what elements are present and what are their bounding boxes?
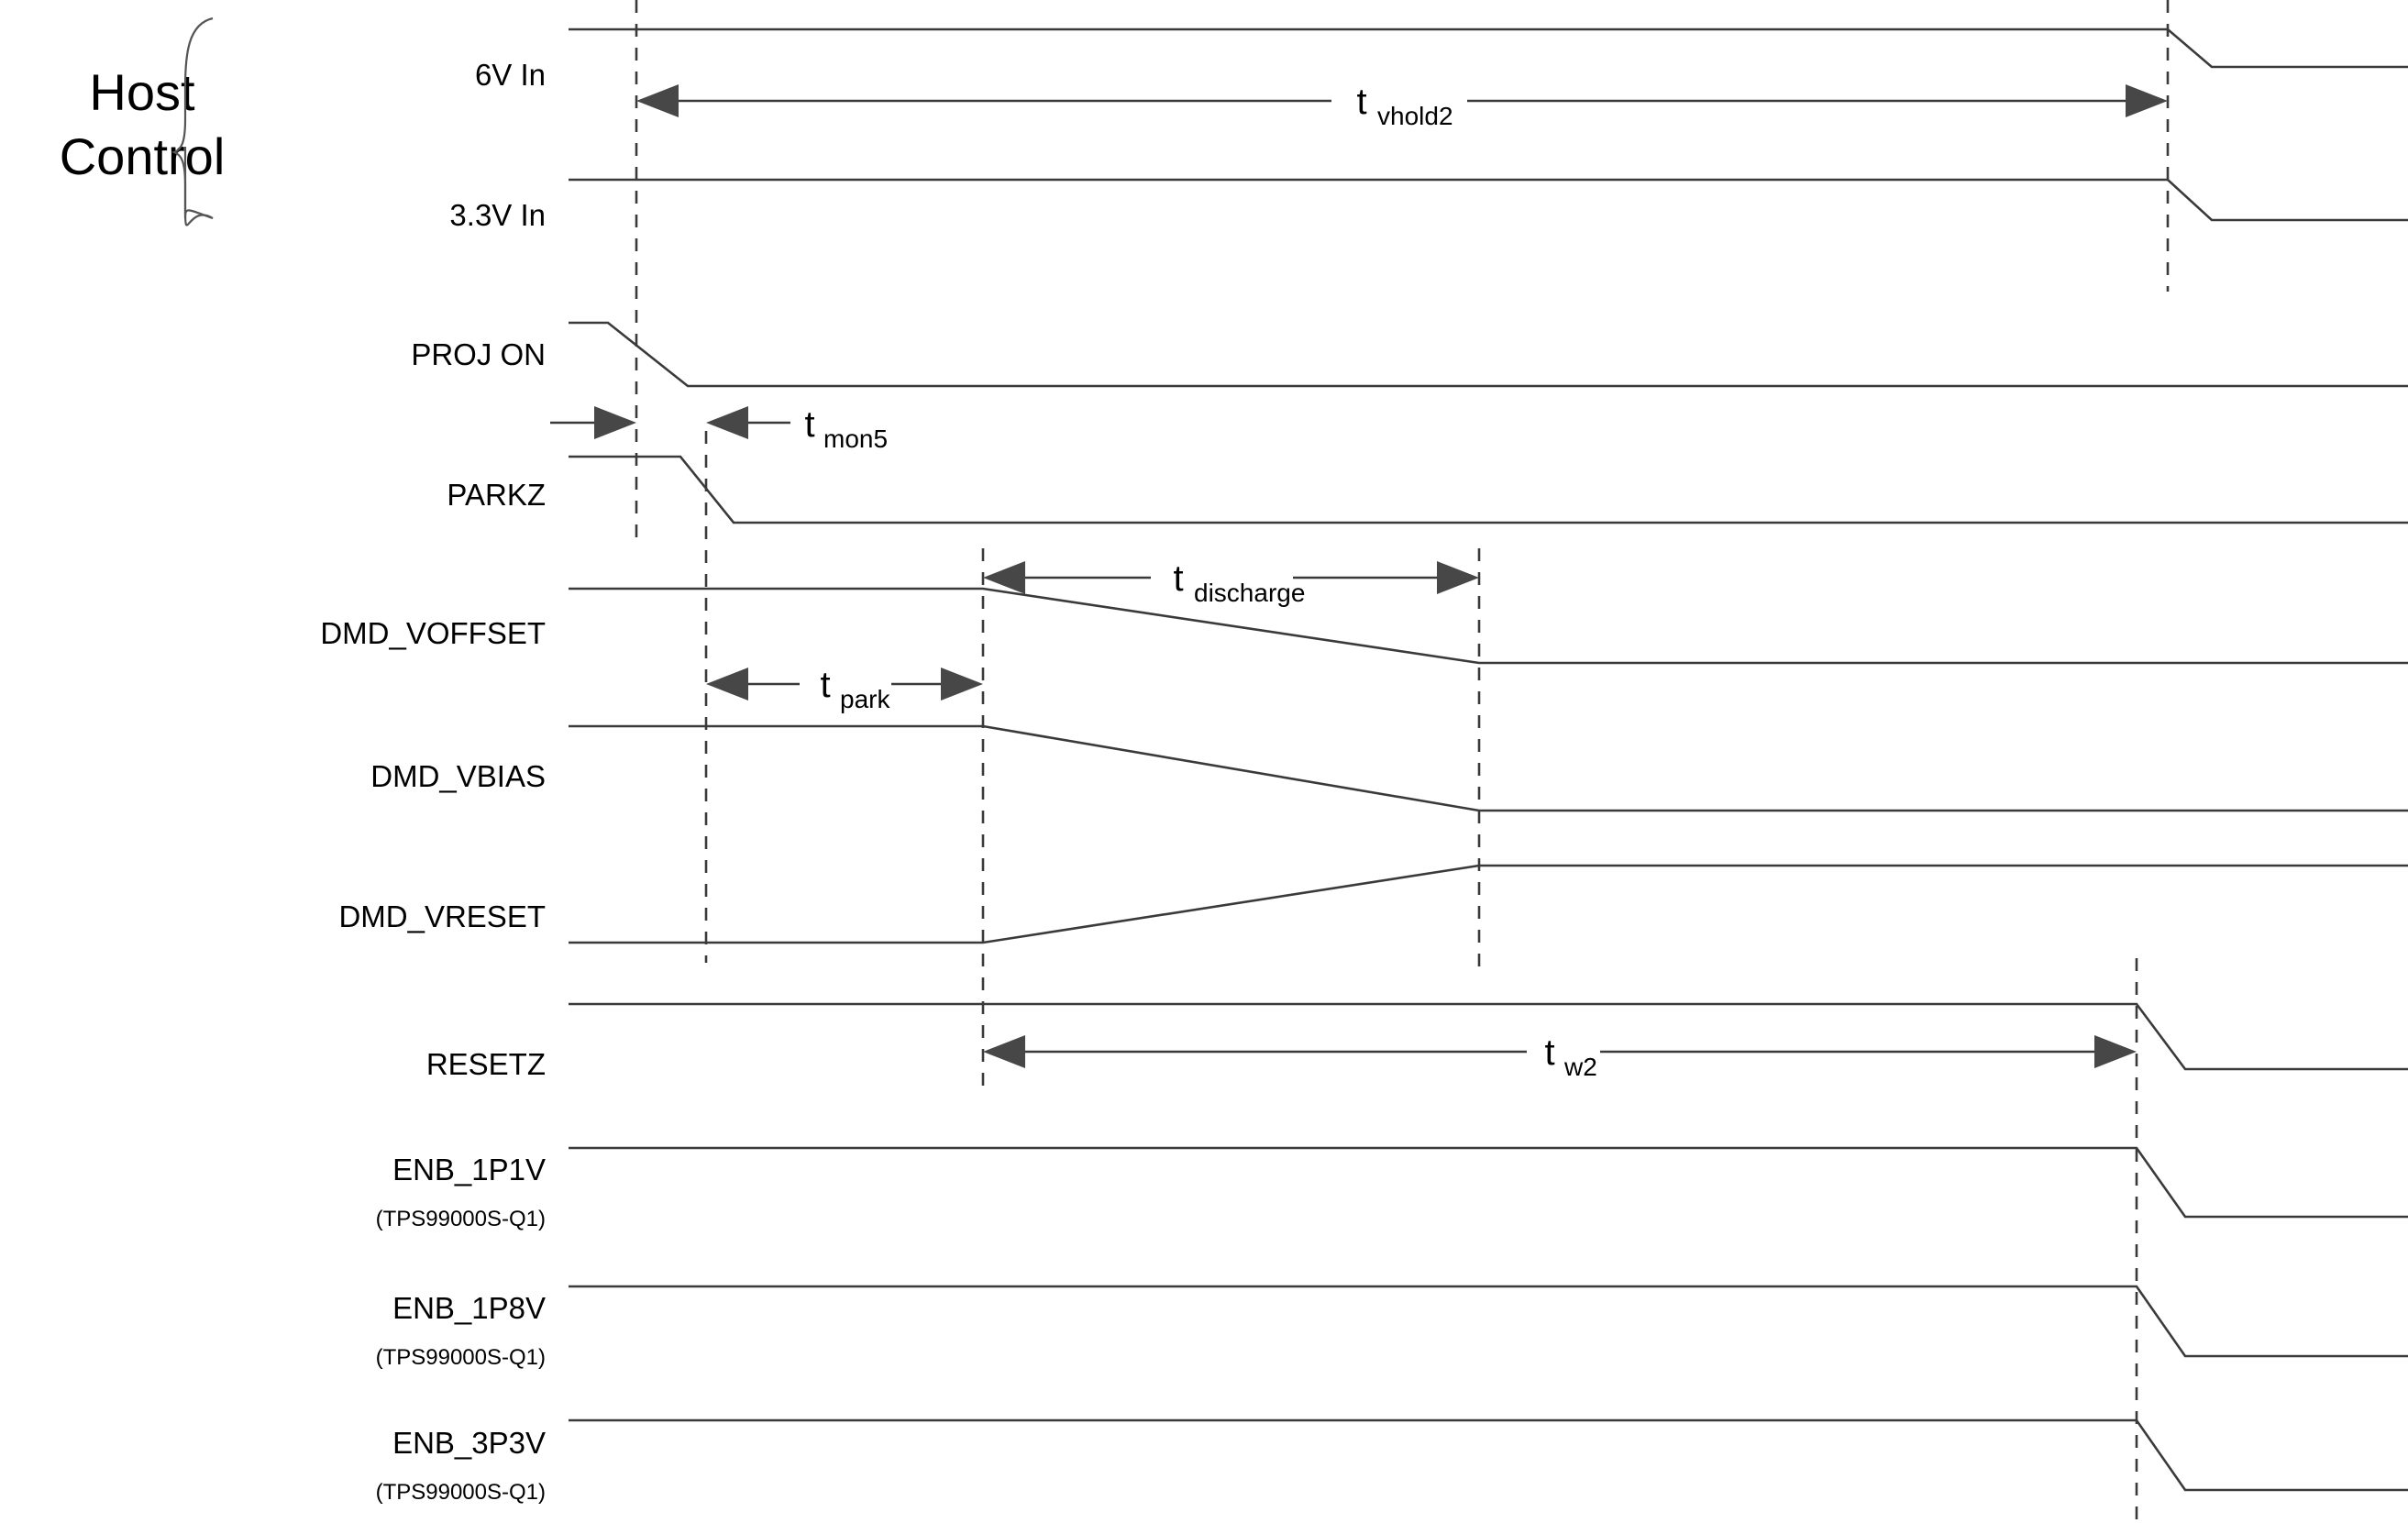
dimension-tdischarge: t discharge — [983, 558, 1479, 607]
dimension-tvhold2: t vhold2 — [636, 82, 2168, 130]
signal-label-enb-1p8v: ENB_1P8V — [392, 1291, 546, 1325]
signal-sublabel-enb-1p8v: (TPS99000S-Q1) — [376, 1345, 546, 1370]
timing-label-tvhold2-base: t — [1356, 82, 1366, 122]
arrowhead-left-tvhold2 — [636, 84, 679, 117]
arrowhead-left-tdischarge — [983, 561, 1025, 594]
arrowhead-right-tdischarge — [1437, 561, 1479, 594]
arrowhead-right-tvhold2 — [2126, 84, 2168, 117]
waveform-3v3-in — [569, 178, 2408, 222]
waveform-proj-on — [569, 321, 2408, 388]
signal-label-enb-3p3v: ENB_3P3V — [392, 1426, 546, 1460]
arrowhead-left-tmon5 — [706, 406, 748, 439]
timing-label-tpark-sub: park — [840, 685, 890, 713]
waveform-parkz — [569, 455, 2408, 524]
waveform-6v-in — [569, 28, 2408, 69]
timing-label-tw2-sub: w2 — [1563, 1053, 1597, 1081]
group-label-line1: Host — [89, 63, 195, 121]
signal-label-enb-1p1v: ENB_1P1V — [392, 1153, 546, 1186]
arrowhead-left-tpark — [706, 668, 748, 701]
waveform-enb-1p1v — [569, 1146, 2408, 1219]
signal-label-dmd-voffset: DMD_VOFFSET — [320, 616, 546, 650]
arrowhead-right-tpark — [941, 668, 983, 701]
dimension-tpark: t park — [706, 665, 983, 713]
waveform-enb-1p8v — [569, 1285, 2408, 1358]
signal-label-proj-on: PROJ ON — [411, 337, 546, 371]
timing-label-tmon5-base: t — [804, 404, 814, 445]
timing-label-tmon5-sub: mon5 — [823, 425, 888, 453]
signal-label-resetz: RESETZ — [426, 1047, 546, 1081]
arrowhead-left-tw2 — [983, 1035, 1025, 1068]
signal-sublabel-enb-1p1v: (TPS99000S-Q1) — [376, 1207, 546, 1231]
time-markers — [635, 0, 2170, 1523]
signal-label-dmd-vreset: DMD_VRESET — [338, 899, 546, 933]
timing-label-tdischarge-base: t — [1173, 558, 1183, 599]
group-brace-lower — [183, 146, 214, 220]
signal-label-dmd-vbias: DMD_VBIAS — [370, 759, 546, 793]
dimension-pre-marker — [550, 406, 636, 439]
signal-sublabel-enb-3p3v: (TPS99000S-Q1) — [376, 1480, 546, 1505]
timing-label-tdischarge-sub: discharge — [1194, 579, 1305, 607]
waveform-dmd-vreset — [569, 864, 2408, 944]
timing-label-tpark-base: t — [820, 665, 830, 705]
signal-label-3v3-in: 3.3V In — [449, 198, 546, 232]
waveform-resetz — [569, 1002, 2408, 1071]
arrowhead-right-tw2 — [2094, 1035, 2137, 1068]
arrowhead-right-premarker — [594, 406, 636, 439]
waveform-dmd-vbias — [569, 724, 2408, 812]
host-control-group: Host Control — [60, 17, 226, 226]
waveform-dmd-voffset — [569, 587, 2408, 665]
dimension-tmon5: t mon5 — [706, 404, 888, 453]
group-label-line2: Control — [60, 127, 226, 185]
timing-label-tw2-base: t — [1544, 1032, 1554, 1073]
signal-label-6v-in: 6V In — [475, 58, 546, 92]
dimension-tw2: t w2 — [983, 1032, 2137, 1081]
timing-label-tvhold2-sub: vhold2 — [1377, 102, 1453, 130]
signal-labels: 6V In 3.3V In PROJ ON PARKZ DMD_VOFFSET … — [320, 58, 546, 1505]
group-brace — [171, 17, 214, 226]
signal-label-parkz: PARKZ — [447, 478, 546, 512]
waveform-enb-3p3v — [569, 1418, 2408, 1492]
